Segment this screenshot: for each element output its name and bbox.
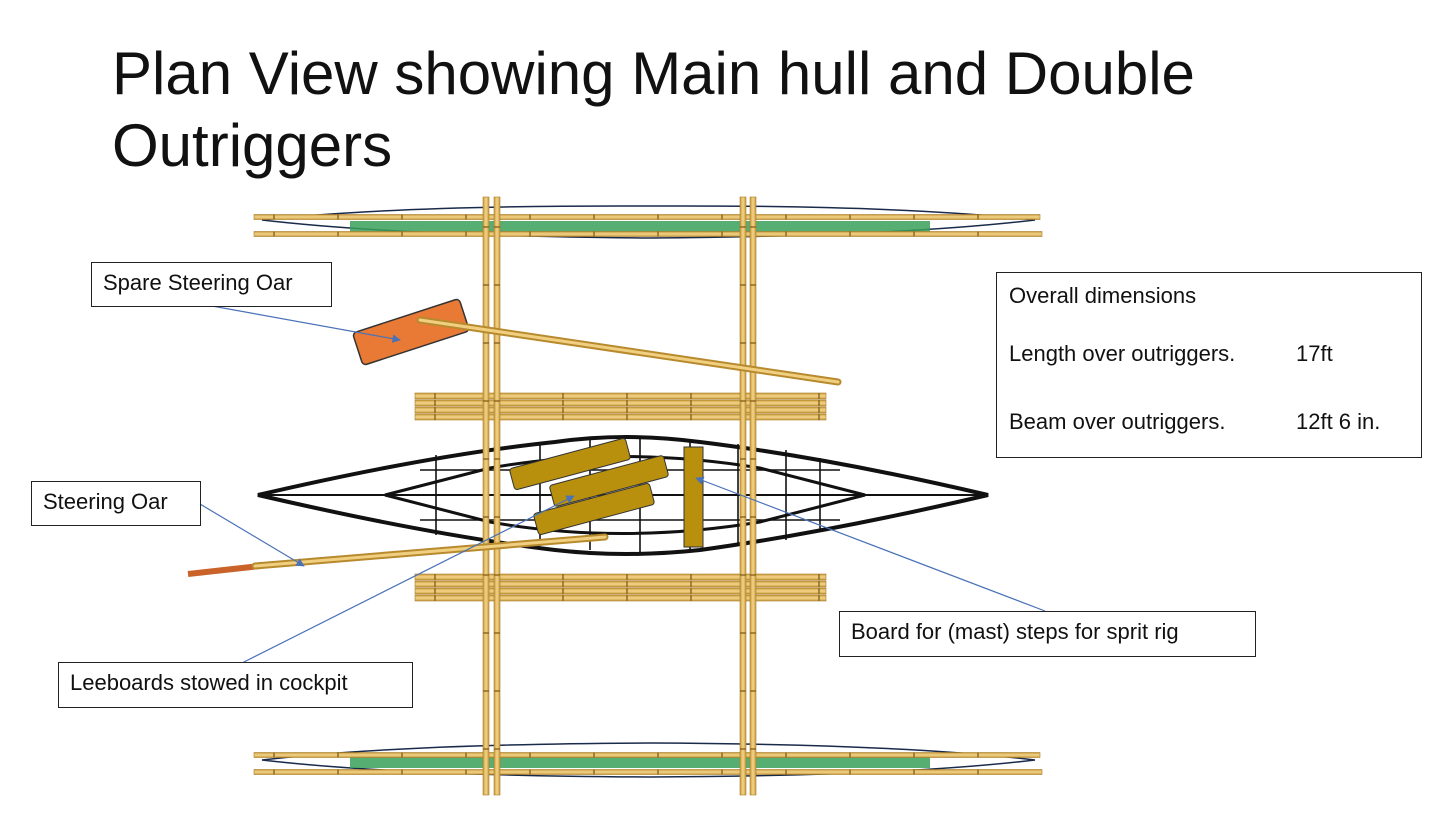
bottom-outrigger-float [253, 742, 1043, 778]
dimensions-box: Overall dimensions Length over outrigger… [996, 272, 1422, 458]
callout-leeboards-label: Leeboards stowed in cockpit [70, 670, 348, 695]
beam-label: Beam over outriggers. [1009, 409, 1226, 434]
mast-step-board [683, 446, 704, 548]
bamboo-pole [253, 752, 1041, 758]
callout-steering-oar: Steering Oar [31, 481, 201, 526]
bamboo-pole [414, 392, 827, 400]
callout-leeboards: Leeboards stowed in cockpit [58, 662, 413, 708]
bamboo-pole [414, 406, 827, 414]
callout-steering-oar-label: Steering Oar [43, 489, 168, 514]
beam-value: 12ft 6 in. [1296, 409, 1381, 434]
bamboo-pole [253, 231, 1043, 237]
upper-cross-beams [414, 392, 827, 421]
callout-spare-steering-oar: Spare Steering Oar [91, 262, 332, 307]
bamboo-pole [414, 573, 827, 581]
dimensions-heading-text: Overall dimensions [1009, 283, 1197, 308]
length-value: 17ft [1296, 341, 1333, 366]
lower-cross-beams [414, 573, 827, 602]
leeboards [509, 438, 669, 535]
dimensions-length-row: Length over outriggers. 17ft [1009, 341, 1409, 409]
bamboo-pole [482, 196, 490, 796]
bamboo-pole [414, 587, 827, 595]
callout-mast-board: Board for (mast) steps for sprit rig [839, 611, 1256, 657]
bamboo-pole [414, 594, 827, 602]
leader-lines [199, 305, 1046, 665]
bamboo-pole [414, 399, 827, 407]
length-label: Length over outriggers. [1009, 341, 1236, 366]
dimensions-beam-row: Beam over outriggers. 12ft 6 in. [1009, 409, 1409, 477]
bamboo-pole [414, 413, 827, 421]
callout-spare-steering-oar-label: Spare Steering Oar [103, 270, 293, 295]
bamboo-pole [414, 580, 827, 588]
bamboo-pole [493, 196, 501, 796]
dimensions-heading: Overall dimensions [1009, 283, 1409, 341]
spare-steering-oar [352, 298, 842, 386]
steering-oar [187, 533, 609, 577]
bamboo-pole [253, 769, 1043, 775]
bamboo-pole [749, 196, 757, 796]
slide-title: Plan View showing Main hull and Double O… [112, 40, 1195, 179]
top-outrigger-float [253, 205, 1043, 239]
bamboo-pole [253, 214, 1041, 220]
callout-mast-board-label: Board for (mast) steps for sprit rig [851, 619, 1179, 644]
